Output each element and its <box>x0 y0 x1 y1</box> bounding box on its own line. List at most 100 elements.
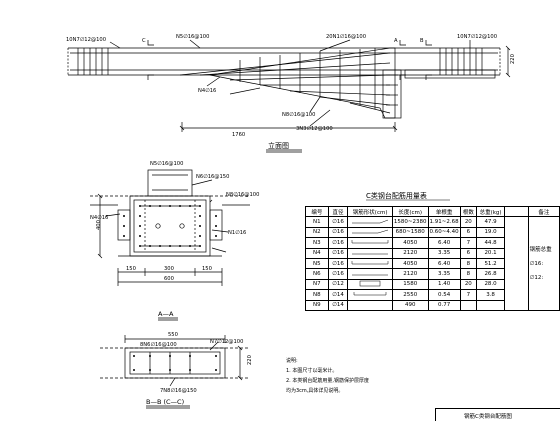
cell-len: 1580 <box>391 278 429 291</box>
cell-tot: 44.8 <box>475 237 506 249</box>
aa-dim-150b: 150 <box>202 266 212 272</box>
cell-w: 3.35 <box>427 247 461 259</box>
table-row: N8 ∅14 2550 0.54 7 3.8 <box>305 289 560 301</box>
left-stirrups <box>77 48 109 75</box>
cell-w: 1.40 <box>427 278 461 291</box>
cell-n: 8 <box>459 268 478 280</box>
aa-label-n4: N4∅16 <box>90 215 108 221</box>
aa-dim-150a: 150 <box>126 266 136 272</box>
cell-no: N4 <box>305 247 329 259</box>
cell-no: N7 <box>305 278 329 291</box>
elev-label-right-top: 10N7∅12@100 <box>457 34 497 40</box>
cell-dia: ∅16 <box>327 268 349 280</box>
elev-dim-width: 1760 <box>232 132 245 138</box>
elev-label-mid: 20N1∅16@100 <box>326 34 366 40</box>
cell-dia: ∅12 <box>327 278 349 291</box>
cell-n: 7 <box>459 289 478 301</box>
elev-sec-a: A <box>394 38 398 44</box>
right-stirrups <box>439 48 483 75</box>
cell-tot: 47.9 <box>475 216 506 228</box>
th-blank <box>504 205 529 218</box>
aa-label-n5: N5∅16@100 <box>150 161 183 167</box>
cell-tot: 28.0 <box>475 278 506 291</box>
cell-len: 2120 <box>391 268 429 280</box>
section-aa <box>90 169 250 321</box>
cell-len: 4050 <box>391 257 429 270</box>
remark-d12: ∅12: <box>529 274 544 281</box>
aa-dim-h: 400 <box>96 220 102 230</box>
cell-dia: ∅16 <box>327 247 349 259</box>
aa-label-n6: N6∅16@150 <box>196 174 229 180</box>
cell-tot <box>475 299 506 311</box>
notes-block: 说明: 1. 本图尺寸以毫米计。 2. 本类钢台配筋用量,钢筋保护层厚度 均为3… <box>286 356 369 396</box>
cell-no: N1 <box>305 216 329 228</box>
cell-n: 20 <box>459 278 478 291</box>
rebar-table-header: 编号 直径 钢筋形状(cm) 长度(cm) 单根重 根数 总重(kg) 备注 <box>305 205 560 218</box>
elevation-view <box>67 39 511 153</box>
cell-shape <box>347 289 393 301</box>
note-item: 2. 本类钢台配筋用量,钢筋保护层厚度 <box>286 378 369 384</box>
th-dia: 直径 <box>327 205 349 218</box>
elev-label-n4: N4∅16 <box>198 88 216 94</box>
cell-no: N3 <box>305 237 329 249</box>
table-row: N7 ∅12 1580 1.40 20 28.0 <box>305 278 560 291</box>
aa-label-n1: N1∅16 <box>228 230 246 236</box>
rebar-table-wrap: 编号 直径 钢筋形状(cm) 长度(cm) 单根重 根数 总重(kg) 备注 N… <box>305 205 560 311</box>
cell-n: 6 <box>459 226 478 239</box>
elev-label-n3: 3N3∅12@100 <box>296 126 333 132</box>
cell-len: 680~1580 <box>391 226 429 239</box>
cell-no: N8 <box>305 289 329 301</box>
cell-dia: ∅16 <box>327 237 349 249</box>
th-remark: 备注 <box>527 205 560 218</box>
cell-w: 0.77 <box>427 299 461 311</box>
elev-sec-b: B <box>420 38 424 44</box>
cell-blank <box>504 216 529 311</box>
aa-title: A—A <box>158 310 174 318</box>
cell-n: 20 <box>459 216 478 228</box>
title-block-text: 钢筋C类钢台配筋图 <box>464 414 512 420</box>
section-bb <box>100 335 250 409</box>
cell-len: 2550 <box>391 289 429 301</box>
cell-tot: 51.2 <box>475 257 506 270</box>
notes-heading: 说明: <box>286 358 298 364</box>
aa-dim-600: 600 <box>164 276 174 282</box>
cell-dia: ∅16 <box>327 216 349 228</box>
cell-shape <box>347 216 393 228</box>
cell-n: 7 <box>459 237 478 249</box>
cell-w: 0.60~4.40 <box>427 226 461 239</box>
cell-n: 8 <box>459 257 478 270</box>
elev-label-left-top: 10N7∅12@100 <box>66 37 106 43</box>
bb-label-n7b: 7N8∅16@150 <box>160 388 197 394</box>
bb-dim-220: 220 <box>247 355 253 365</box>
cell-w: 6.40 <box>427 237 461 249</box>
table-row: N6 ∅16 2120 3.35 8 26.8 <box>305 268 560 280</box>
elev-label-n8: N8∅16@100 <box>282 112 315 118</box>
bb-label-n7: N7∅12@100 <box>210 339 243 345</box>
th-shape: 钢筋形状(cm) <box>347 205 393 218</box>
cell-shape <box>347 237 393 249</box>
bb-dim-550: 550 <box>168 332 178 338</box>
aa-dim-300: 300 <box>164 266 174 272</box>
elev-label-n5: N5∅16@100 <box>176 34 209 40</box>
table-row: N1 ∅16 1580~2380 1.91~2.68 20 47.9 钢筋总重 … <box>305 216 560 311</box>
cell-dia: ∅16 <box>327 257 349 270</box>
cell-no: N5 <box>305 257 329 270</box>
cell-tot: 26.8 <box>475 268 506 280</box>
cell-shape <box>347 299 393 311</box>
cell-shape <box>347 268 393 280</box>
cell-len: 4050 <box>391 237 429 249</box>
note-item: 1. 本图尺寸以毫米计。 <box>286 368 338 374</box>
bb-label-n8: 8N6∅16@100 <box>140 342 177 348</box>
th-len: 长度(cm) <box>391 205 429 218</box>
cell-n: 6 <box>459 247 478 259</box>
cell-no: N6 <box>305 268 329 280</box>
th-no: 编号 <box>305 205 329 218</box>
th-tot: 总重(kg) <box>475 205 506 218</box>
cell-no: N2 <box>305 226 329 239</box>
th-w: 单根重 <box>427 205 461 218</box>
cell-dia: ∅14 <box>327 289 349 301</box>
cell-tot: 3.8 <box>475 289 506 301</box>
th-n: 根数 <box>459 205 478 218</box>
cell-tot: 19.0 <box>475 226 506 239</box>
